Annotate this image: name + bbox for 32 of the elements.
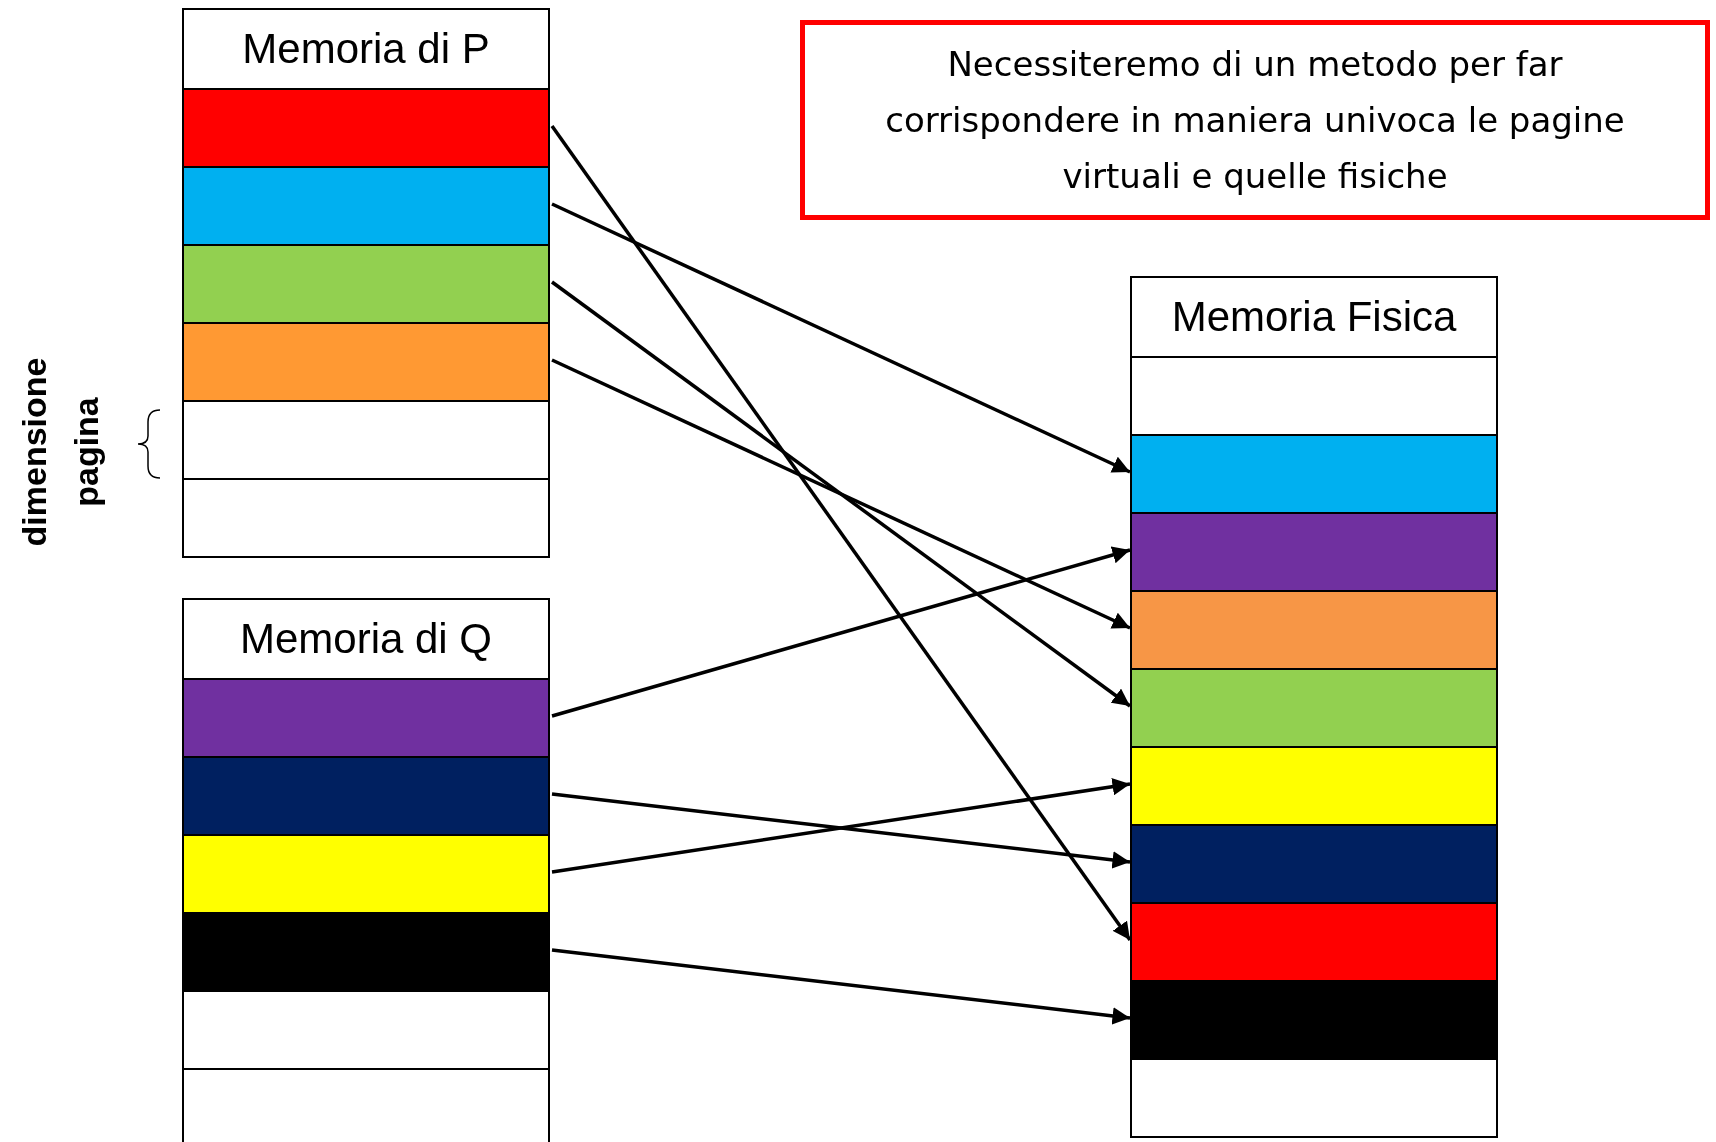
page-cell	[1132, 824, 1496, 902]
page-cell	[184, 244, 548, 322]
arrow	[550, 125, 1132, 941]
page-cell	[184, 834, 548, 912]
page-cell	[184, 322, 548, 400]
arrow	[550, 280, 1132, 708]
page-cell	[1132, 902, 1496, 980]
note-box: Necessiteremo di un metodo per far corrispondere in maniera univoca le pagine virtuali e quelle fisiche	[800, 20, 1710, 220]
page-cell	[1132, 590, 1496, 668]
arrow	[551, 778, 1131, 874]
page-cell	[184, 756, 548, 834]
page-cell	[1132, 512, 1496, 590]
page-cell	[1132, 434, 1496, 512]
panel-title: Memoria Fisica	[1170, 292, 1458, 342]
memory-panel	[182, 8, 550, 558]
page-cell	[184, 678, 548, 756]
arrow	[551, 792, 1131, 869]
memory-panel	[182, 598, 550, 1142]
page-cell	[184, 88, 548, 166]
arrow	[551, 546, 1131, 718]
page-cell	[184, 912, 548, 990]
page-cell	[184, 166, 548, 244]
panel-title: Memoria di P	[241, 24, 491, 74]
dimension-label: dimensione pagina	[14, 356, 106, 549]
arrow	[551, 202, 1131, 474]
panel-title: Memoria di Q	[238, 614, 494, 664]
arrow	[551, 948, 1131, 1025]
memory-panel	[1130, 276, 1498, 1138]
page-cell	[1132, 746, 1496, 824]
page-cell	[1132, 668, 1496, 746]
arrow	[551, 358, 1131, 630]
page-cell	[1132, 980, 1496, 1058]
